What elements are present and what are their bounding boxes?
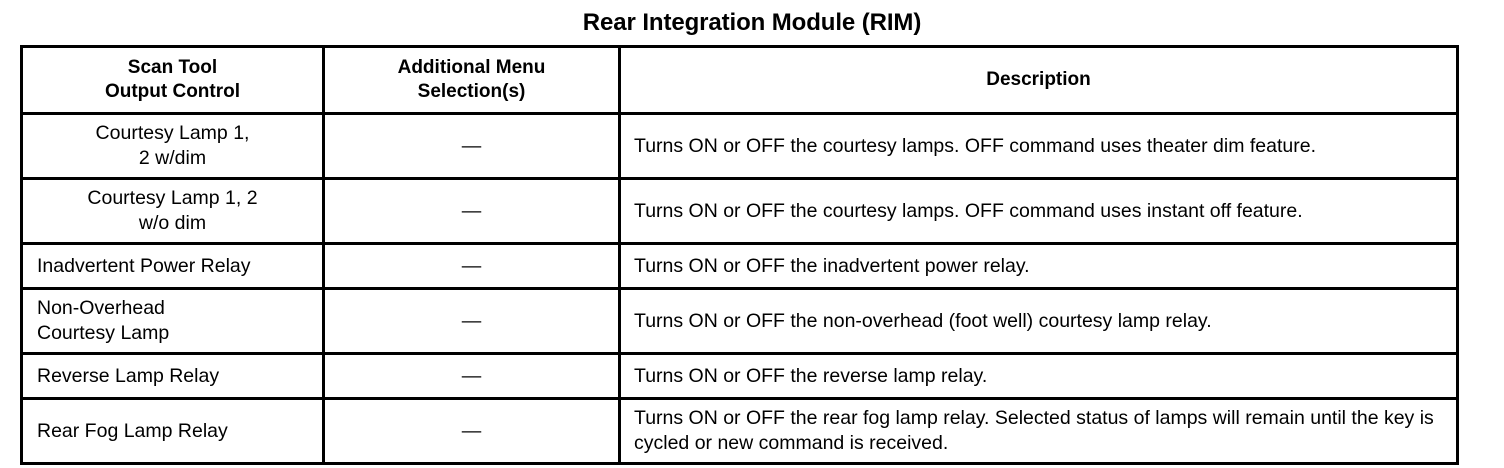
em-dash-placeholder: — <box>461 134 482 157</box>
cell-additional-menu-selection: — <box>322 287 621 355</box>
cell-description: Turns ON or OFF the courtesy lamps. OFF … <box>618 112 1459 180</box>
cell-description: Turns ON or OFF the inadvertent power re… <box>618 242 1459 290</box>
cell-description: Turns ON or OFF the reverse lamp relay. <box>618 352 1459 400</box>
description-text: Turns ON or OFF the courtesy lamps. OFF … <box>634 134 1317 157</box>
cell-scan-tool-output-control: Rear Fog Lamp Relay <box>20 397 325 465</box>
column-header-description: Description <box>618 45 1459 115</box>
control-line1: Courtesy Lamp 1, <box>95 122 250 144</box>
control-line2: 2 w/dim <box>138 147 207 169</box>
column-header-line2: Selection(s) <box>417 81 526 102</box>
control-line2: Courtesy Lamp <box>37 322 170 344</box>
control-line1: Rear Fog Lamp Relay <box>37 419 228 442</box>
em-dash-placeholder: — <box>461 364 482 387</box>
cell-scan-tool-output-control: Courtesy Lamp 1, 2 w/dim <box>20 112 325 180</box>
table-row: Courtesy Lamp 1, 2 w/dim — Turns ON or O… <box>20 112 1459 180</box>
em-dash-placeholder: — <box>461 309 482 332</box>
table-row: Rear Fog Lamp Relay — Turns ON or OFF th… <box>20 397 1459 465</box>
table-row: Reverse Lamp Relay — Turns ON or OFF the… <box>20 352 1459 400</box>
table-header-row: Scan Tool Output Control Additional Menu… <box>20 45 1459 115</box>
control-line2: w/o dim <box>138 212 207 234</box>
control-line1: Non-Overhead <box>37 297 165 319</box>
em-dash-placeholder: — <box>461 419 482 442</box>
control-line1: Courtesy Lamp 1, 2 <box>87 187 258 209</box>
column-header-line1: Description <box>986 69 1091 90</box>
cell-additional-menu-selection: — <box>322 242 621 290</box>
column-header-scan-tool-output-control: Scan Tool Output Control <box>20 45 325 115</box>
cell-additional-menu-selection: — <box>322 352 621 400</box>
description-text: Turns ON or OFF the non-overhead (foot w… <box>634 309 1212 332</box>
em-dash-placeholder: — <box>461 254 482 277</box>
description-text: Turns ON or OFF the rear fog lamp relay.… <box>634 407 1434 454</box>
cell-additional-menu-selection: — <box>322 112 621 180</box>
table-row: Inadvertent Power Relay — Turns ON or OF… <box>20 242 1459 290</box>
cell-scan-tool-output-control: Non-Overhead Courtesy Lamp <box>20 287 325 355</box>
column-header-line2: Output Control <box>104 81 241 102</box>
rim-output-control-table-wrapper: Scan Tool Output Control Additional Menu… <box>20 45 1459 465</box>
description-text: Turns ON or OFF the inadvertent power re… <box>634 254 1030 277</box>
column-header-line1: Scan Tool <box>127 57 218 78</box>
column-header-line1: Additional Menu <box>397 57 546 78</box>
cell-description: Turns ON or OFF the courtesy lamps. OFF … <box>618 177 1459 245</box>
cell-scan-tool-output-control: Courtesy Lamp 1, 2 w/o dim <box>20 177 325 245</box>
column-header-additional-menu-selections: Additional Menu Selection(s) <box>322 45 621 115</box>
description-text: Turns ON or OFF the reverse lamp relay. <box>634 364 988 387</box>
cell-scan-tool-output-control: Reverse Lamp Relay <box>20 352 325 400</box>
cell-additional-menu-selection: — <box>322 177 621 245</box>
description-text: Turns ON or OFF the courtesy lamps. OFF … <box>634 199 1303 222</box>
rim-output-control-table: Scan Tool Output Control Additional Menu… <box>20 45 1459 465</box>
table-row: Courtesy Lamp 1, 2 w/o dim — Turns ON or… <box>20 177 1459 245</box>
table-row: Non-Overhead Courtesy Lamp — Turns ON or… <box>20 287 1459 355</box>
page-title: Rear Integration Module (RIM) <box>582 9 922 36</box>
cell-scan-tool-output-control: Inadvertent Power Relay <box>20 242 325 290</box>
cell-additional-menu-selection: — <box>322 397 621 465</box>
control-line1: Inadvertent Power Relay <box>37 254 251 277</box>
table-body: Courtesy Lamp 1, 2 w/dim — Turns ON or O… <box>20 112 1459 465</box>
cell-description: Turns ON or OFF the non-overhead (foot w… <box>618 287 1459 355</box>
control-line1: Reverse Lamp Relay <box>37 364 220 387</box>
table-header: Scan Tool Output Control Additional Menu… <box>20 45 1459 115</box>
em-dash-placeholder: — <box>461 199 482 222</box>
cell-description: Turns ON or OFF the rear fog lamp relay.… <box>618 397 1459 465</box>
